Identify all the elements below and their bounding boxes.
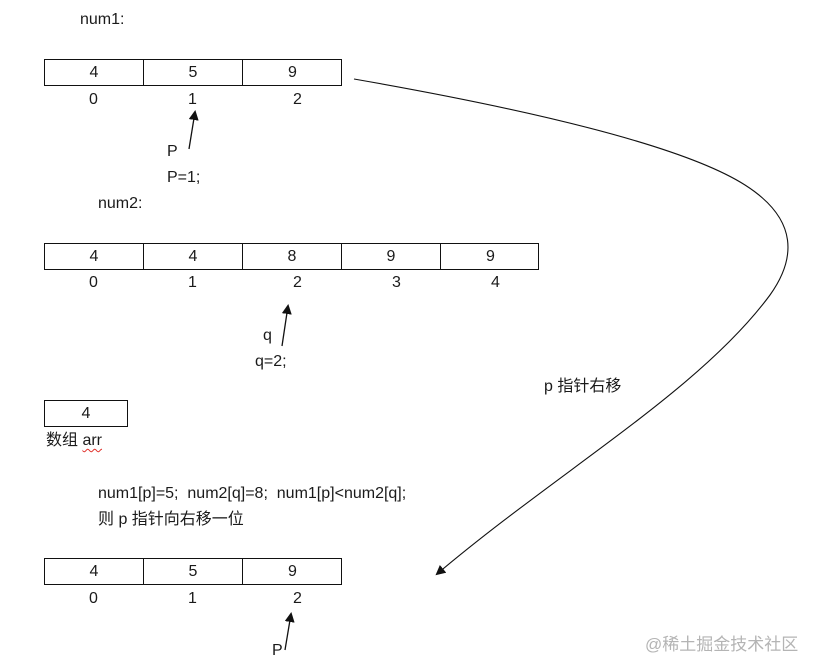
num2-cell-3: 9 bbox=[342, 244, 441, 269]
num2-index-4: 4 bbox=[491, 274, 500, 291]
num2-cell-4: 9 bbox=[486, 248, 495, 265]
move-right-curve-arrow-icon bbox=[353, 78, 789, 576]
num1-after-cell-1: 5 bbox=[144, 559, 243, 584]
num1-after-cell-0: 4 bbox=[45, 559, 144, 584]
num1-after-index-1: 1 bbox=[188, 590, 197, 607]
num1-pointer-assign: P=1; bbox=[167, 169, 201, 186]
num2-index-3: 3 bbox=[392, 274, 401, 291]
num2-indices: 0 1 2 3 4 bbox=[44, 273, 545, 293]
num2-index-2: 2 bbox=[293, 274, 302, 291]
curve-label: p 指针右移 bbox=[544, 378, 622, 395]
num2-cell-1: 4 bbox=[144, 244, 243, 269]
num1-cell-0: 4 bbox=[45, 60, 144, 85]
num1-after-cell-2: 9 bbox=[288, 563, 297, 580]
num2-cell-0: 4 bbox=[45, 244, 144, 269]
result-cell-0: 4 bbox=[81, 405, 91, 422]
watermark: @稀土掘金技术社区 bbox=[645, 635, 799, 654]
num1-pointer-arrow-icon bbox=[188, 110, 199, 150]
num1-index-1: 1 bbox=[188, 91, 197, 108]
num1-index-2: 2 bbox=[293, 91, 302, 108]
num2-label: num2: bbox=[98, 195, 143, 212]
num2-pointer-arrow-icon bbox=[281, 304, 292, 347]
num1-after-index-0: 0 bbox=[89, 590, 98, 607]
result-array: 4 bbox=[44, 400, 128, 427]
num1-after-array: 4 5 9 bbox=[44, 558, 342, 585]
explanation-line-2: 则 p 指针向右移一位 bbox=[98, 511, 244, 528]
num1-cell-2: 9 bbox=[288, 64, 297, 81]
num1-index-0: 0 bbox=[89, 91, 98, 108]
num1-label: num1: bbox=[80, 11, 125, 28]
num1-after-pointer-arrow-icon bbox=[284, 612, 295, 651]
num1-after-pointer-label: P bbox=[272, 642, 283, 659]
result-array-label: 数组 arr bbox=[46, 431, 102, 451]
num2-array: 4 4 8 9 9 bbox=[44, 243, 539, 270]
num1-cell-1: 5 bbox=[144, 60, 243, 85]
num2-pointer-label: q bbox=[263, 327, 272, 344]
num1-after-indices: 0 1 2 bbox=[44, 589, 347, 609]
num2-index-0: 0 bbox=[89, 274, 98, 291]
explanation-line-1: num1[p]=5; num2[q]=8; num1[p]<num2[q]; bbox=[98, 485, 407, 502]
num2-cell-2: 8 bbox=[243, 244, 342, 269]
num2-pointer-assign: q=2; bbox=[255, 353, 287, 370]
num1-pointer-label: P bbox=[167, 143, 178, 160]
num1-after-index-2: 2 bbox=[293, 590, 302, 607]
num1-array: 4 5 9 bbox=[44, 59, 342, 86]
num1-indices: 0 1 2 bbox=[44, 90, 347, 110]
num2-index-1: 1 bbox=[188, 274, 197, 291]
result-array-label-word: arr bbox=[82, 432, 103, 449]
result-array-label-prefix: 数组 bbox=[46, 432, 83, 449]
